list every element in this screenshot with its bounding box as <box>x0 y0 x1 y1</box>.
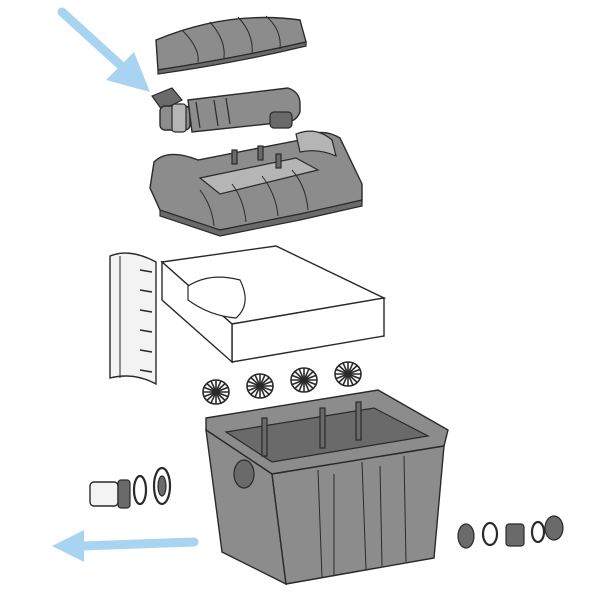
bio-ball <box>334 361 362 387</box>
inflow-arrow <box>57 7 150 92</box>
bio-ball <box>202 379 230 405</box>
filter-foam <box>160 245 387 364</box>
bio-ball <box>290 367 318 393</box>
side-panel <box>109 252 157 386</box>
uv-clarifier <box>151 87 301 133</box>
outlet-fitting-left <box>89 466 172 509</box>
lid <box>155 15 307 75</box>
inlet-fitting-right <box>457 515 564 549</box>
spray-bar-tray <box>149 130 363 237</box>
filter-box <box>205 389 449 586</box>
bio-balls-group <box>202 361 362 405</box>
outflow-arrow <box>52 530 199 562</box>
bio-ball <box>246 373 274 399</box>
